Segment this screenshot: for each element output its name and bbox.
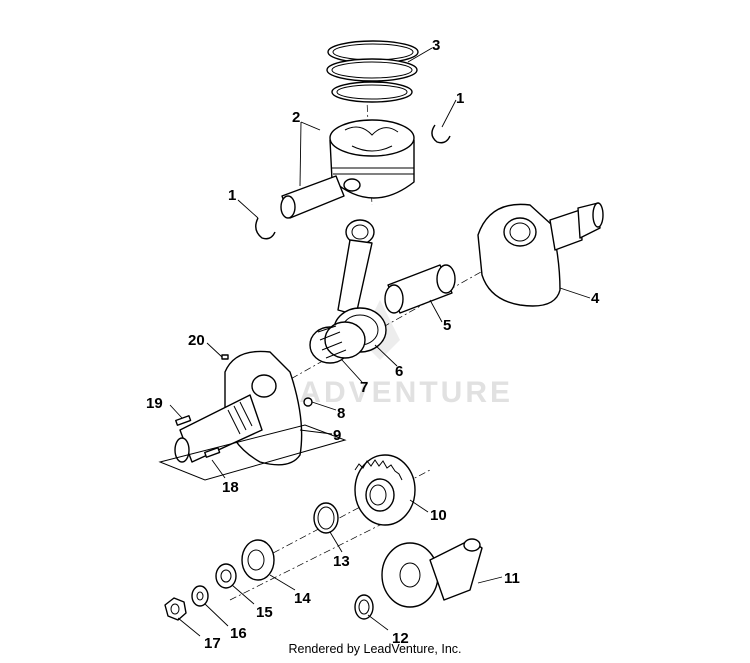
camshaft-gear [381,538,483,608]
washer-16 [191,585,209,607]
sprocket-gear [241,539,275,581]
leader-lines [169,47,591,637]
callout-10: 10 [430,507,447,524]
callout-16: 16 [230,625,247,642]
nut-17 [164,597,187,621]
needle-bearing [309,321,366,364]
callout-11: 11 [504,570,520,587]
callout-2: 2 [292,109,300,126]
callout-labels: 3 1 2 1 4 5 6 7 8 9 20 19 18 10 13 11 12… [146,37,600,652]
piston-and-pin [280,119,415,219]
assembly-bracket [158,424,347,481]
small-keys-and-pins [175,354,313,458]
callout-9: 9 [333,427,341,444]
rendered-by-credit: Rendered by LeadVenture, Inc. [288,642,462,656]
collar-15 [215,563,237,589]
callout-5: 5 [443,317,451,334]
callout-15: 15 [256,604,273,621]
crankshaft-left-half [174,350,303,466]
callout-3: 3 [432,37,440,54]
callout-13: 13 [333,553,350,570]
callout-4: 4 [591,290,600,307]
circlips [255,124,451,240]
callout-19: 19 [146,395,163,412]
callout-17: 17 [204,635,221,652]
callout-7: 7 [360,379,368,396]
callout-12: 12 [392,630,409,647]
callout-1-right: 1 [456,90,464,107]
callout-20: 20 [188,332,205,349]
callout-1-left: 1 [228,187,236,204]
shim-ring [313,502,339,534]
washer-12 [354,594,374,620]
drive-gear [354,454,416,526]
callout-8: 8 [337,405,345,422]
crankshaft-right-half [477,202,604,307]
callout-18: 18 [222,479,239,496]
callout-14: 14 [294,590,311,607]
callout-6: 6 [395,363,403,380]
crank-pin [384,264,456,314]
piston-rings [326,40,419,103]
